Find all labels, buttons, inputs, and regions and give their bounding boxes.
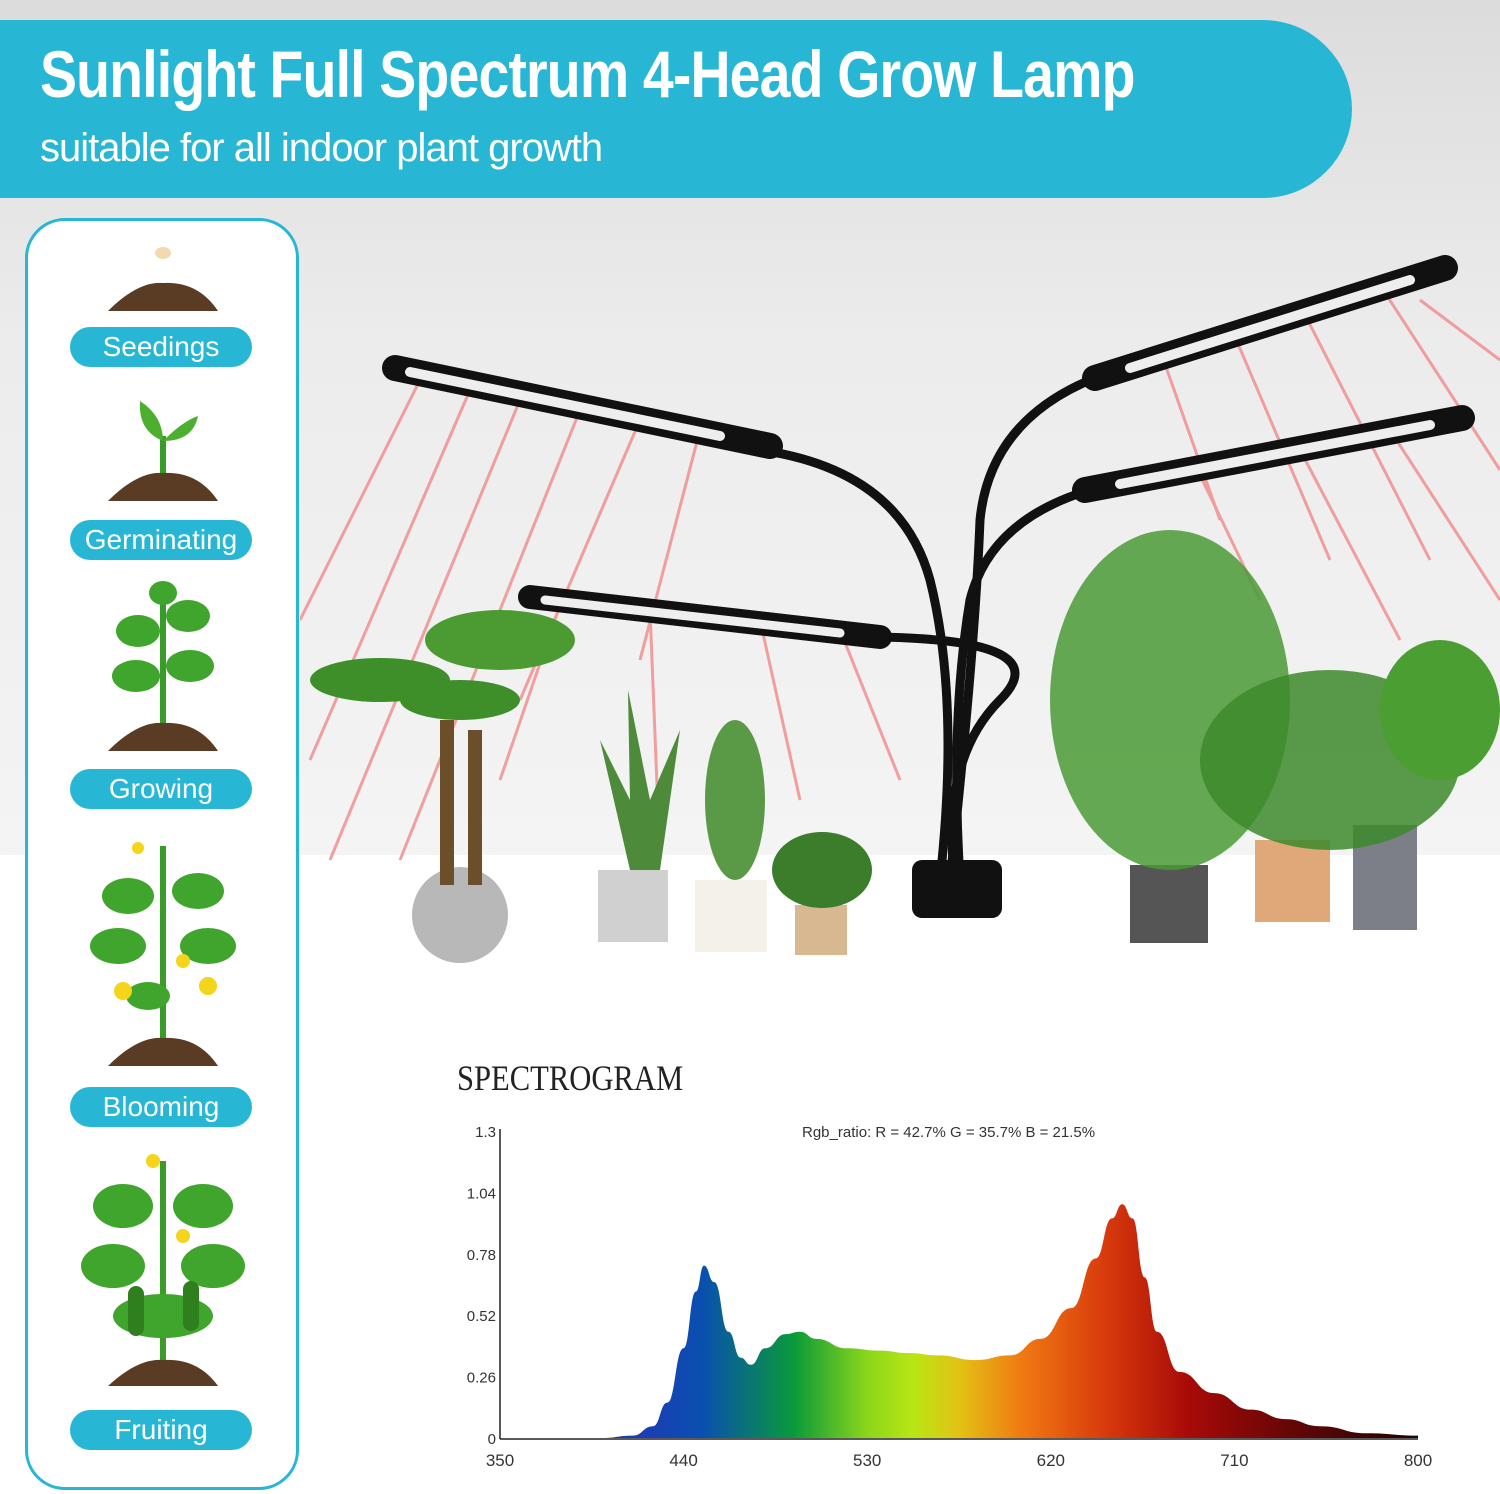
rgb-ratio-annotation: Rgb_ratio: R = 42.7% G = 35.7% B = 21.5% [802, 1124, 1095, 1141]
y-tick-label: 1.04 [467, 1185, 496, 1202]
page-title: Sunlight Full Spectrum 4-Head Grow Lamp [40, 37, 1135, 111]
stage-seedings: Seedings [70, 327, 252, 367]
spectrogram-chart: 350 440 530 620 710 800 0 0.26 0.52 0.78 1.04 1.3 R… [467, 1124, 1432, 1470]
potted-plants [310, 530, 1500, 963]
stage-fruiting: Fruiting [70, 1410, 252, 1450]
x-tick-label: 350 [486, 1451, 514, 1470]
stage-growing: Growing [70, 769, 252, 809]
x-tick-label: 440 [669, 1451, 697, 1470]
x-tick-label: 620 [1037, 1451, 1065, 1470]
plant-icon [108, 581, 218, 751]
y-tick-label: 0.26 [467, 1370, 496, 1387]
lamp-heads [382, 255, 1475, 649]
spectrum-area [500, 1204, 1418, 1438]
grow-lamp-product-photo [300, 255, 1500, 963]
header-banner [0, 20, 1352, 198]
fruiting-plant-icon [81, 1154, 245, 1386]
growth-stages-panel: Seedings Germinating Growing Blooming [25, 218, 299, 1490]
lamp-clip [912, 860, 1002, 918]
sprout-icon [108, 401, 218, 501]
stage-blooming: Blooming [70, 1087, 252, 1127]
y-tick-label: 1.3 [475, 1124, 496, 1141]
page-subtitle: suitable for all indoor plant growth [40, 126, 603, 170]
x-tick-label: 530 [853, 1451, 881, 1470]
seed-icon [108, 247, 218, 311]
y-tick-label: 0.52 [467, 1308, 496, 1325]
flowering-plant-icon [90, 842, 236, 1066]
light-rays [300, 284, 1500, 861]
x-tick-label: 800 [1404, 1451, 1432, 1470]
gooseneck-arms [759, 373, 1097, 881]
spectrogram-title: SPECTROGRAM [457, 1058, 684, 1098]
stage-germinating: Germinating [70, 520, 252, 560]
y-tick-label: 0 [488, 1431, 496, 1448]
y-tick-label: 0.78 [467, 1247, 496, 1264]
x-tick-label: 710 [1220, 1451, 1248, 1470]
